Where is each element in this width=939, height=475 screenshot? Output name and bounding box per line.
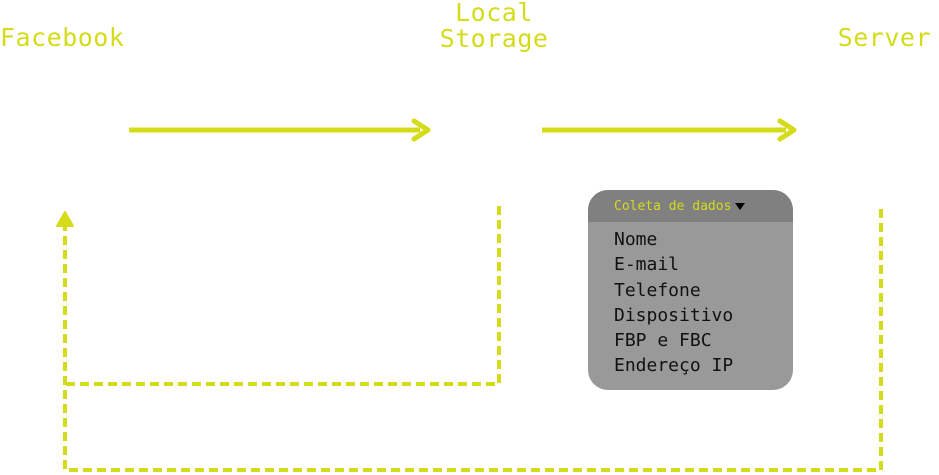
data-collection-title: Coleta de dados [614, 198, 732, 214]
data-collection-panel: Coleta de dados Nome E-mail Telefone Dis… [588, 190, 793, 390]
dashed-path-storage-to-facebook [65, 206, 501, 386]
list-item: Endereço IP [614, 355, 734, 377]
arrow-facebook-to-storage [129, 118, 431, 142]
list-item: FBP e FBC [614, 330, 712, 352]
list-item: Nome [614, 229, 658, 250]
list-item: E-mail [614, 254, 680, 276]
dashed-path-server-to-facebook [56, 209, 883, 472]
data-collection-list: Nome E-mail Telefone Dispositivo FBP e F… [588, 222, 793, 379]
node-facebook-label: Facebook [0, 23, 125, 52]
node-server-label: Server [837, 23, 931, 52]
list-item: Telefone [614, 279, 701, 301]
node-local-storage-label-line1: Local [455, 0, 533, 27]
arrow-storage-to-server [542, 118, 797, 142]
list-item: Dispositivo [614, 304, 734, 326]
node-local-storage-label: Local Storage [432, 0, 556, 52]
caret-down-icon [735, 202, 746, 210]
node-local-storage-label-line2: Storage [439, 24, 549, 53]
data-collection-dropdown[interactable]: Coleta de dados [588, 190, 793, 222]
